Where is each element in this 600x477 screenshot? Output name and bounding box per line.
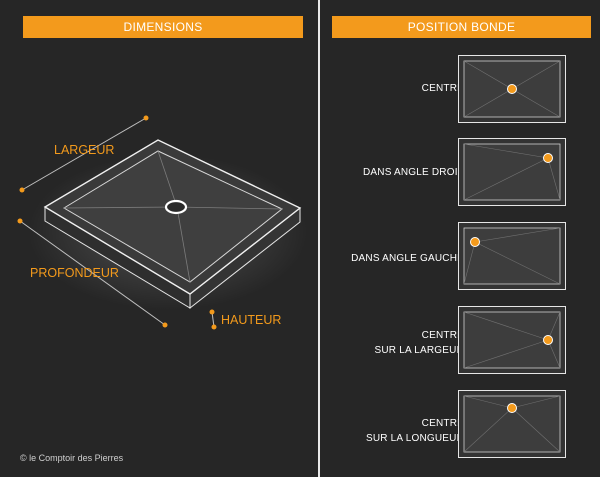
position-label: CENTRÉ SUR LA LONGUEUR: [324, 416, 464, 446]
dimensions-panel: DIMENSIONS: [17, 16, 308, 463]
drain-dot: [543, 335, 553, 345]
largeur-label: LARGEUR: [54, 143, 115, 157]
position-option-centre-largeur: CENTRÉ SUR LA LARGEUR: [321, 306, 600, 374]
panel-divider: [318, 0, 320, 477]
profondeur-label: PROFONDEUR: [30, 266, 119, 280]
position-panel: POSITION BONDE CENTRÉ DANS ANGLE DROIT: [321, 0, 600, 477]
tray-icon: [458, 390, 566, 458]
position-label: CENTRÉ SUR LA LARGEUR: [324, 328, 464, 358]
slope-line: [63, 206, 178, 209]
position-option-centre: CENTRÉ: [321, 55, 600, 123]
largeur-end-dot: [143, 115, 149, 121]
slope-line: [176, 206, 283, 210]
position-option-angle-droit: DANS ANGLE DROIT: [321, 138, 600, 206]
position-label-line1: DANS ANGLE GAUCHE: [351, 253, 464, 264]
drain-dot: [543, 153, 553, 163]
position-option-centre-longueur: CENTRÉ SUR LA LONGUEUR: [321, 390, 600, 458]
position-label-line1: CENTRÉ: [421, 83, 464, 94]
slope-line: [176, 206, 191, 283]
largeur-dimension-line: [21, 117, 147, 191]
position-label: DANS ANGLE DROIT: [324, 165, 464, 180]
position-label-line1: CENTRÉ: [421, 418, 464, 429]
drain-icon: [164, 199, 188, 215]
hauteur-end-dot: [209, 309, 215, 315]
position-option-angle-gauche: DANS ANGLE GAUCHE: [321, 222, 600, 290]
profondeur-end-dot: [162, 322, 168, 328]
position-label: DANS ANGLE GAUCHE: [324, 251, 464, 266]
shower-tray-3d-diagram: [17, 115, 308, 330]
position-header: POSITION BONDE: [332, 16, 591, 38]
position-label-line2: SUR LA LONGUEUR: [365, 433, 464, 444]
hauteur-end-dot: [211, 324, 217, 330]
slope-line: [157, 150, 178, 208]
drain-dot: [470, 237, 480, 247]
position-label-line2: SUR LA LARGEUR: [374, 345, 464, 356]
drain-dot: [507, 84, 517, 94]
hauteur-dimension-line: [211, 311, 215, 328]
profondeur-end-dot: [17, 218, 23, 224]
position-label-line1: CENTRÉ: [421, 330, 464, 341]
largeur-end-dot: [19, 187, 25, 193]
tray-icon: [458, 55, 566, 123]
drain-dot: [507, 403, 517, 413]
hauteur-label: HAUTEUR: [221, 313, 282, 327]
position-label: CENTRÉ: [324, 81, 464, 96]
tray-icon: [458, 306, 566, 374]
position-label-line1: DANS ANGLE DROIT: [363, 167, 464, 178]
copyright-text: © le Comptoir des Pierres: [20, 453, 124, 463]
tray-icon: [458, 138, 566, 206]
dimensions-header: DIMENSIONS: [23, 16, 303, 38]
tray-icon: [458, 222, 566, 290]
profondeur-dimension-line: [19, 220, 166, 326]
